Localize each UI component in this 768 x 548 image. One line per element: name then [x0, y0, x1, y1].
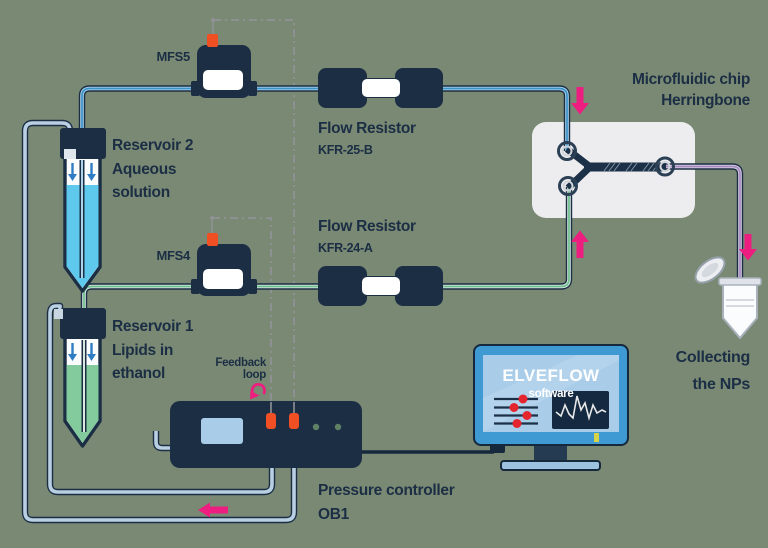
mfs5-sensor: [191, 34, 257, 98]
feedback-loop-icon: [250, 383, 266, 400]
reservoir-cap: [60, 308, 106, 339]
mfs5-label: MFS5: [157, 49, 191, 64]
slider-handle: [522, 411, 532, 420]
software-title: ELVEFLOW: [502, 366, 600, 385]
power-button: [594, 433, 599, 442]
chip-label: Herringbone: [661, 92, 751, 109]
mfs4-sensor: [191, 233, 257, 296]
reservoir1-contents: Lipids in: [112, 342, 173, 359]
pressure-tube-to-reservoir2: [21, 119, 298, 524]
pressure-controller-ob1: [152, 401, 362, 468]
mfs4-label: MFS4: [157, 248, 192, 263]
slider-handle: [518, 394, 528, 404]
slider-handle: [512, 419, 522, 428]
screen-sheen: [483, 355, 619, 432]
collection-label: Collecting: [676, 349, 750, 366]
flow-resistor-kfr-24-a: [318, 266, 443, 306]
sensor-display: [203, 70, 243, 90]
monitor: [362, 344, 629, 471]
indicator-led: [334, 423, 342, 431]
tube-rim: [718, 277, 762, 286]
reservoir2-name: Reservoir 2: [112, 137, 193, 154]
air-inlet-connector: [54, 309, 63, 319]
flow-resistor-kfr-25-b: [318, 68, 443, 108]
chip-inlet-port-bottom: [558, 176, 578, 196]
slider-handle: [509, 403, 519, 412]
feedback-port-2: [289, 413, 299, 429]
flow-arrow-down-inlet: [571, 87, 589, 115]
herringbone-channel: [557, 141, 675, 196]
flow-arrow-up-inlet: [571, 230, 589, 258]
feedback-loop-label: Feedback: [215, 357, 267, 369]
resistor-label-plate: [362, 79, 400, 97]
reservoir2-contents: solution: [112, 184, 170, 201]
chip-inlet-port-top: [557, 141, 577, 161]
chip-label: Microfluidic chip: [632, 71, 750, 88]
monitor-base: [500, 460, 601, 471]
flow-arrow-down-outlet: [739, 234, 757, 261]
controller-label: Pressure controller: [318, 482, 455, 499]
air-inlet-connector: [64, 149, 76, 159]
collection-tube: [694, 256, 762, 339]
flow-resistor-top-label: Flow Resistor: [318, 120, 416, 137]
software-subtitle: software: [529, 388, 574, 400]
collection-label: the NPs: [693, 376, 751, 393]
flow-resistor-top-model: KFR-25-B: [318, 143, 373, 157]
feedback-loop-label: loop: [243, 369, 266, 381]
herringbone-hatching: [603, 162, 660, 172]
sensor-connector: [207, 233, 218, 246]
controller-label: OB1: [318, 506, 350, 523]
feedback-port-1: [266, 413, 276, 429]
outlet-tube-to-collection: [664, 163, 744, 284]
pressure-tube-to-reservoir1: [46, 302, 276, 496]
controller-screen: [201, 418, 243, 444]
flow-resistor-bottom-model: KFR-24-A: [318, 241, 373, 255]
sensor-connector: [207, 34, 218, 47]
flow-resistor-bottom-label: Flow Resistor: [318, 218, 416, 235]
pressurization-arrows: [68, 343, 96, 361]
monitor-neck: [534, 444, 567, 463]
indicator-led: [312, 423, 320, 431]
pressurization-arrows: [68, 163, 96, 181]
supply-inlet-pipe: [152, 431, 172, 452]
reservoir2-contents: Aqueous: [112, 161, 176, 178]
open-cap: [694, 256, 726, 284]
sensor-display: [203, 269, 243, 289]
reservoir1-contents: ethanol: [112, 365, 165, 382]
reservoir-2: [60, 128, 106, 293]
resistor-label-plate: [362, 277, 400, 295]
tube-body: [722, 282, 758, 339]
reservoir-1: [54, 308, 106, 448]
flow-arrow-left-return: [198, 502, 228, 518]
reservoir1-name: Reservoir 1: [112, 318, 194, 335]
controller-body: [170, 401, 362, 468]
elveflow-software-ui: [494, 391, 609, 429]
pressure-waveform: [555, 395, 607, 421]
chip-outlet-port: [655, 156, 675, 177]
